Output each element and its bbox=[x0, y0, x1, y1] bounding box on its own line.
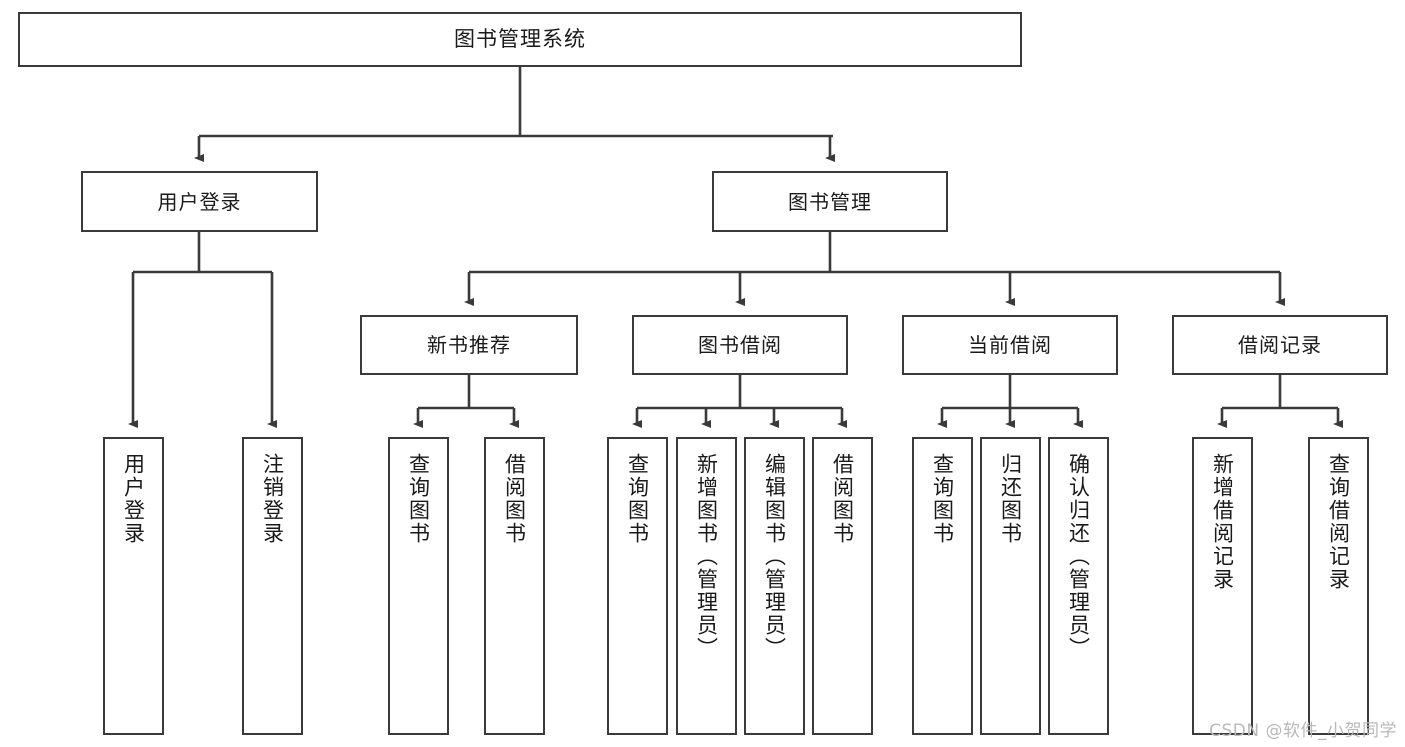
leaf-label: 归还图书 bbox=[998, 453, 1023, 545]
leaf-query-book-recommend[interactable]: 查询图书 bbox=[388, 437, 449, 735]
leaf-query-book-borrow[interactable]: 查询图书 bbox=[607, 437, 668, 735]
leaf-label: 查询图书 bbox=[930, 453, 955, 545]
node-current-borrow[interactable]: 当前借阅 bbox=[902, 315, 1118, 375]
leaf-label: 查询图书 bbox=[625, 453, 650, 545]
node-root-system[interactable]: 图书管理系统 bbox=[18, 12, 1022, 67]
leaf-label: 确认归还（管理员） bbox=[1066, 453, 1091, 660]
node-book-borrow[interactable]: 图书借阅 bbox=[632, 315, 848, 375]
leaf-label: 借阅图书 bbox=[830, 453, 855, 545]
leaf-confirm-return[interactable]: 确认归还（管理员） bbox=[1048, 437, 1109, 735]
leaf-user-login[interactable]: 用户登录 bbox=[103, 437, 164, 735]
leaf-borrow-book-recommend[interactable]: 借阅图书 bbox=[484, 437, 545, 735]
leaf-label: 注销登录 bbox=[260, 453, 285, 545]
leaf-return-book[interactable]: 归还图书 bbox=[980, 437, 1041, 735]
leaf-label: 借阅图书 bbox=[502, 453, 527, 545]
leaf-label: 编辑图书（管理员） bbox=[762, 453, 787, 660]
leaf-user-logout[interactable]: 注销登录 bbox=[242, 437, 303, 735]
node-user-login[interactable]: 用户登录 bbox=[81, 171, 318, 232]
node-book-management[interactable]: 图书管理 bbox=[712, 171, 948, 232]
leaf-label: 新增借阅记录 bbox=[1210, 453, 1235, 591]
leaf-query-borrow-record[interactable]: 查询借阅记录 bbox=[1308, 437, 1369, 735]
leaf-label: 查询图书 bbox=[406, 453, 431, 545]
node-new-book-recommend[interactable]: 新书推荐 bbox=[360, 315, 578, 375]
leaf-add-book[interactable]: 新增图书（管理员） bbox=[676, 437, 737, 735]
leaf-query-book-current[interactable]: 查询图书 bbox=[912, 437, 973, 735]
leaf-label: 查询借阅记录 bbox=[1326, 453, 1351, 591]
leaf-add-borrow-record[interactable]: 新增借阅记录 bbox=[1192, 437, 1253, 735]
leaf-borrow-book[interactable]: 借阅图书 bbox=[812, 437, 873, 735]
csdn-watermark: CSDN @软件_小贺同学 bbox=[1209, 721, 1397, 741]
leaf-edit-book[interactable]: 编辑图书（管理员） bbox=[744, 437, 805, 735]
leaf-label: 用户登录 bbox=[121, 453, 146, 545]
node-borrow-record[interactable]: 借阅记录 bbox=[1172, 315, 1388, 375]
leaf-label: 新增图书（管理员） bbox=[694, 453, 719, 660]
